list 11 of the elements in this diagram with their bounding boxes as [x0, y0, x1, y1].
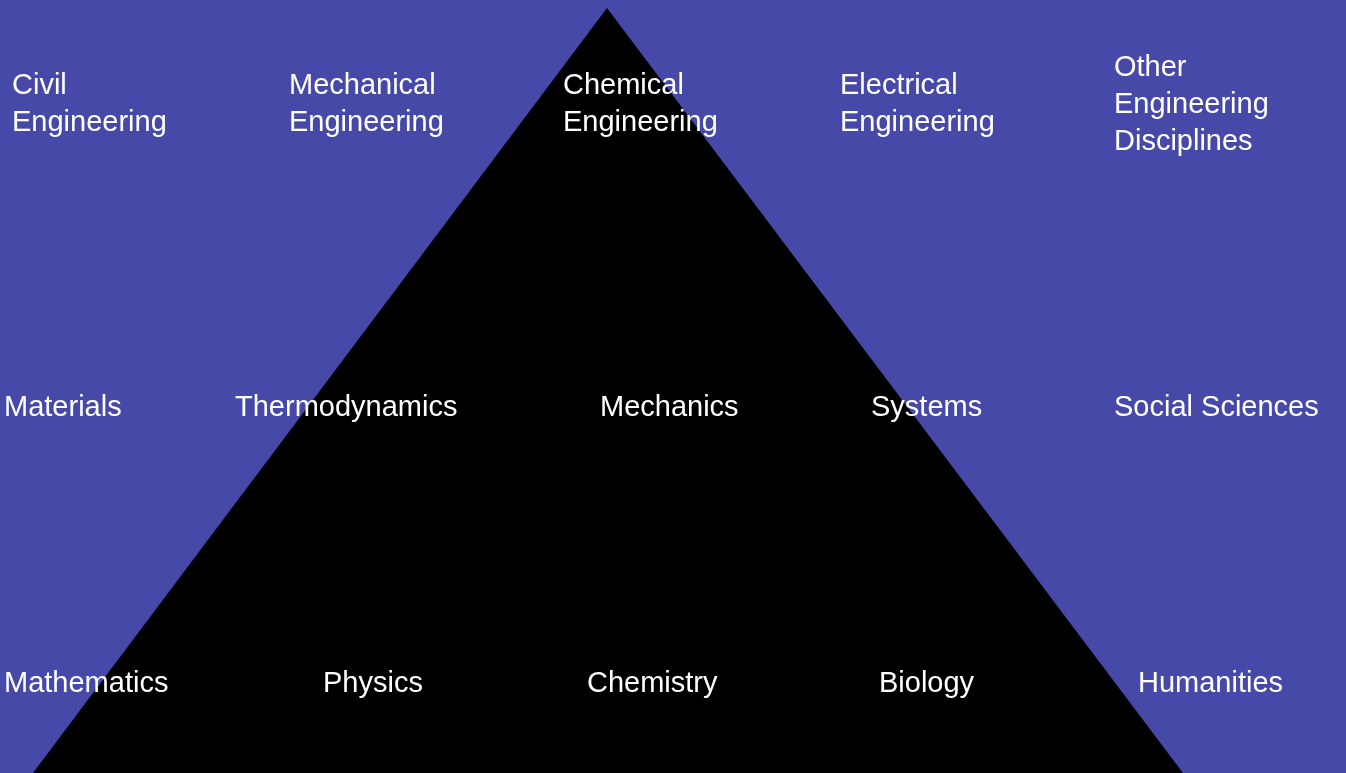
subject-label: Chemistry: [587, 665, 718, 700]
subject-label: Materials: [4, 389, 122, 424]
subject-label: Mechanics: [600, 389, 739, 424]
subject-label: Humanities: [1138, 665, 1284, 700]
subject-label: Electrical Engineering: [840, 67, 996, 139]
subject-label: Biology: [879, 665, 975, 700]
subject-label: Civil Engineering: [12, 67, 168, 139]
subject-label: Physics: [323, 665, 423, 700]
subject-label: Social Sciences: [1114, 389, 1319, 424]
subject-label: Other Engineering Disciplines: [1114, 49, 1270, 158]
subject-label: Mechanical Engineering: [289, 67, 445, 139]
